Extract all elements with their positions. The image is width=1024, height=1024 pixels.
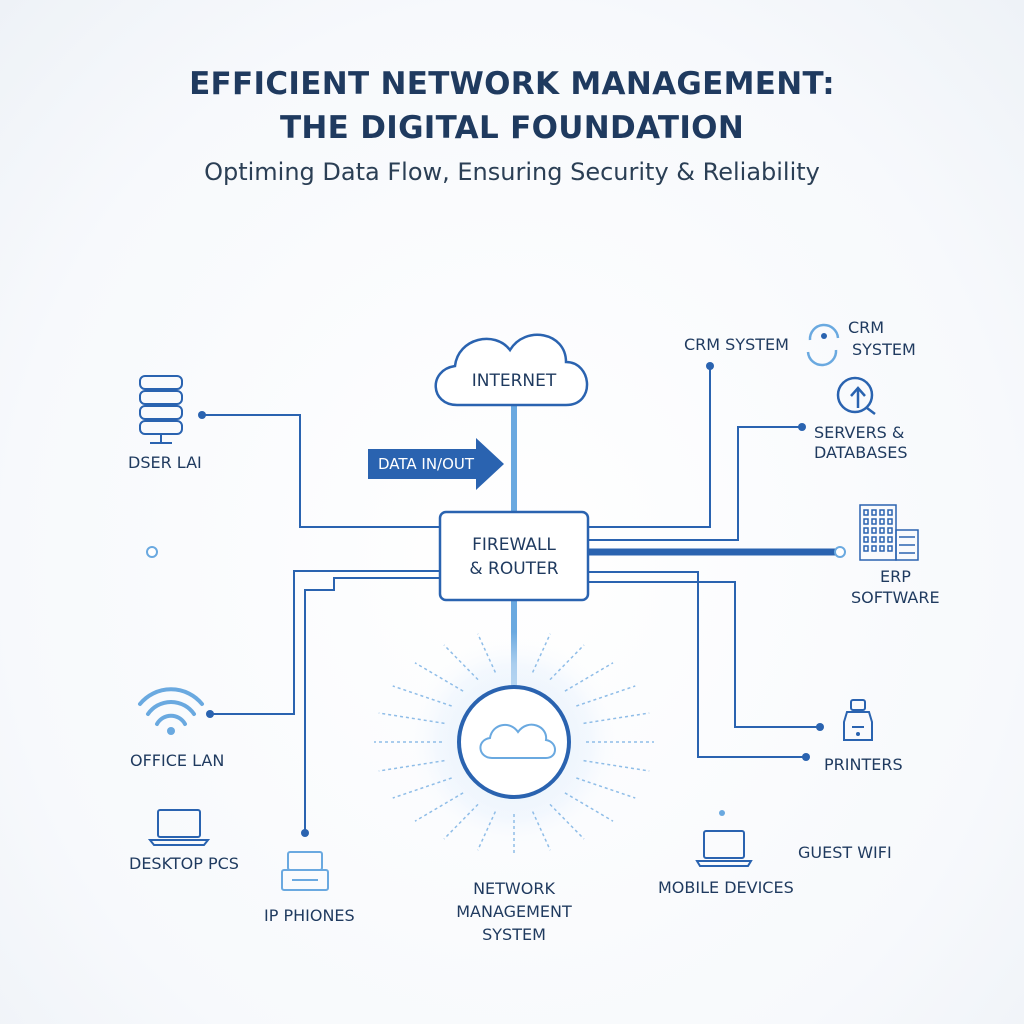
desktop-pcs-label: DESKTOP PCS [129,854,239,873]
building-window [887,518,893,525]
link-office-lan [210,570,440,715]
nms-ray [378,712,445,725]
building-window [863,527,869,534]
nms-ray [443,803,479,840]
ip-phones-label: IP PHIONES [264,906,355,925]
nms-label-line3: SYSTEM [482,925,546,944]
building-window [887,536,893,543]
guest-wifi-label: GUEST WIFI [798,843,892,862]
node-dot [798,423,806,431]
building-window [871,527,877,534]
nms-ray [583,759,650,772]
building-window [871,509,877,516]
nms-ray [392,685,452,707]
printers-label: PRINTERS [824,755,903,774]
building-window [871,536,877,543]
building-window [863,545,869,552]
building-window [887,527,893,534]
nms-ray [549,644,585,681]
servers-label-line2: DATABASES [814,443,908,462]
node-dot [198,411,206,419]
firewall-label-line2: & ROUTER [469,559,559,579]
erp-label-line2: SOFTWARE [851,588,940,607]
laptop-icon [147,809,211,846]
upload-icon [836,376,876,415]
crm-system-right-label-line2: SYSTEM [852,340,916,359]
nms-ray [583,712,650,725]
nms-ray [477,633,497,673]
page-title-line2: THE DIGITAL FOUNDATION [279,110,745,146]
crm-system-right-label-line1: CRM [848,318,885,337]
building-window [887,545,893,552]
firewall-label-line1: FIREWALL [472,535,556,555]
cloud-icon [434,333,589,407]
internet-label: INTERNET [471,371,557,391]
building-window [879,509,885,516]
servers-label-line1: SERVERS & [814,423,905,442]
link-mobile [588,571,806,758]
nms-label-line2: MANAGEMENT [456,902,572,921]
nms-ray [443,644,479,681]
building-window [879,527,885,534]
link-user-lan [202,414,440,528]
building-window [863,518,869,525]
building-window [871,518,877,525]
nms-rays [374,633,654,854]
office-lan-label: OFFICE LAN [130,751,225,770]
link-servers [588,426,802,541]
nms-ray [477,811,497,851]
bus-end-left [146,546,158,558]
link-printers [588,581,820,728]
nms-ray [576,685,636,707]
nms-ray [549,803,585,840]
nms-ray [531,811,551,851]
node-dot [802,753,810,761]
node-dot [816,723,824,731]
data-in-out-label: DATA IN/OUT [378,455,475,473]
bus-end-right [834,546,846,558]
building-window [879,518,885,525]
building-icon [859,504,919,561]
phone-icon [281,851,329,891]
link-crm-system [588,366,711,528]
building-window [879,536,885,543]
building-window [871,545,877,552]
link-ip-phones [304,577,440,833]
node-dot [206,710,214,718]
wifi-icon [138,687,204,735]
node-dot [719,810,725,816]
nms-ray [531,633,551,673]
node-dot [301,829,309,837]
page-subtitle: Optiming Data Flow, Ensuring Security & … [204,158,820,186]
nms-label-line1: NETWORK [473,879,555,898]
mobile-devices-label: MOBILE DEVICES [658,878,794,897]
node-dot [706,362,714,370]
database-icon [139,375,183,444]
nms-ray [576,777,636,799]
erp-label-line1: ERP [880,567,911,586]
page-title-line1: EFFICIENT NETWORK MANAGEMENT: [189,66,835,102]
cloud-icon [479,723,556,759]
printer-icon [843,699,873,741]
laptop-icon [695,830,753,867]
building-window [863,509,869,516]
building-window [863,536,869,543]
nms-ray [378,759,445,772]
firewall-box [438,510,590,602]
user-lan-label: DSER LAI [128,453,202,472]
building-window [879,545,885,552]
crm-system-label: CRM SYSTEM [684,335,789,354]
building-window [887,509,893,516]
refresh-icon [806,323,840,367]
data-arrow [368,438,504,490]
nms-ray [392,777,452,799]
